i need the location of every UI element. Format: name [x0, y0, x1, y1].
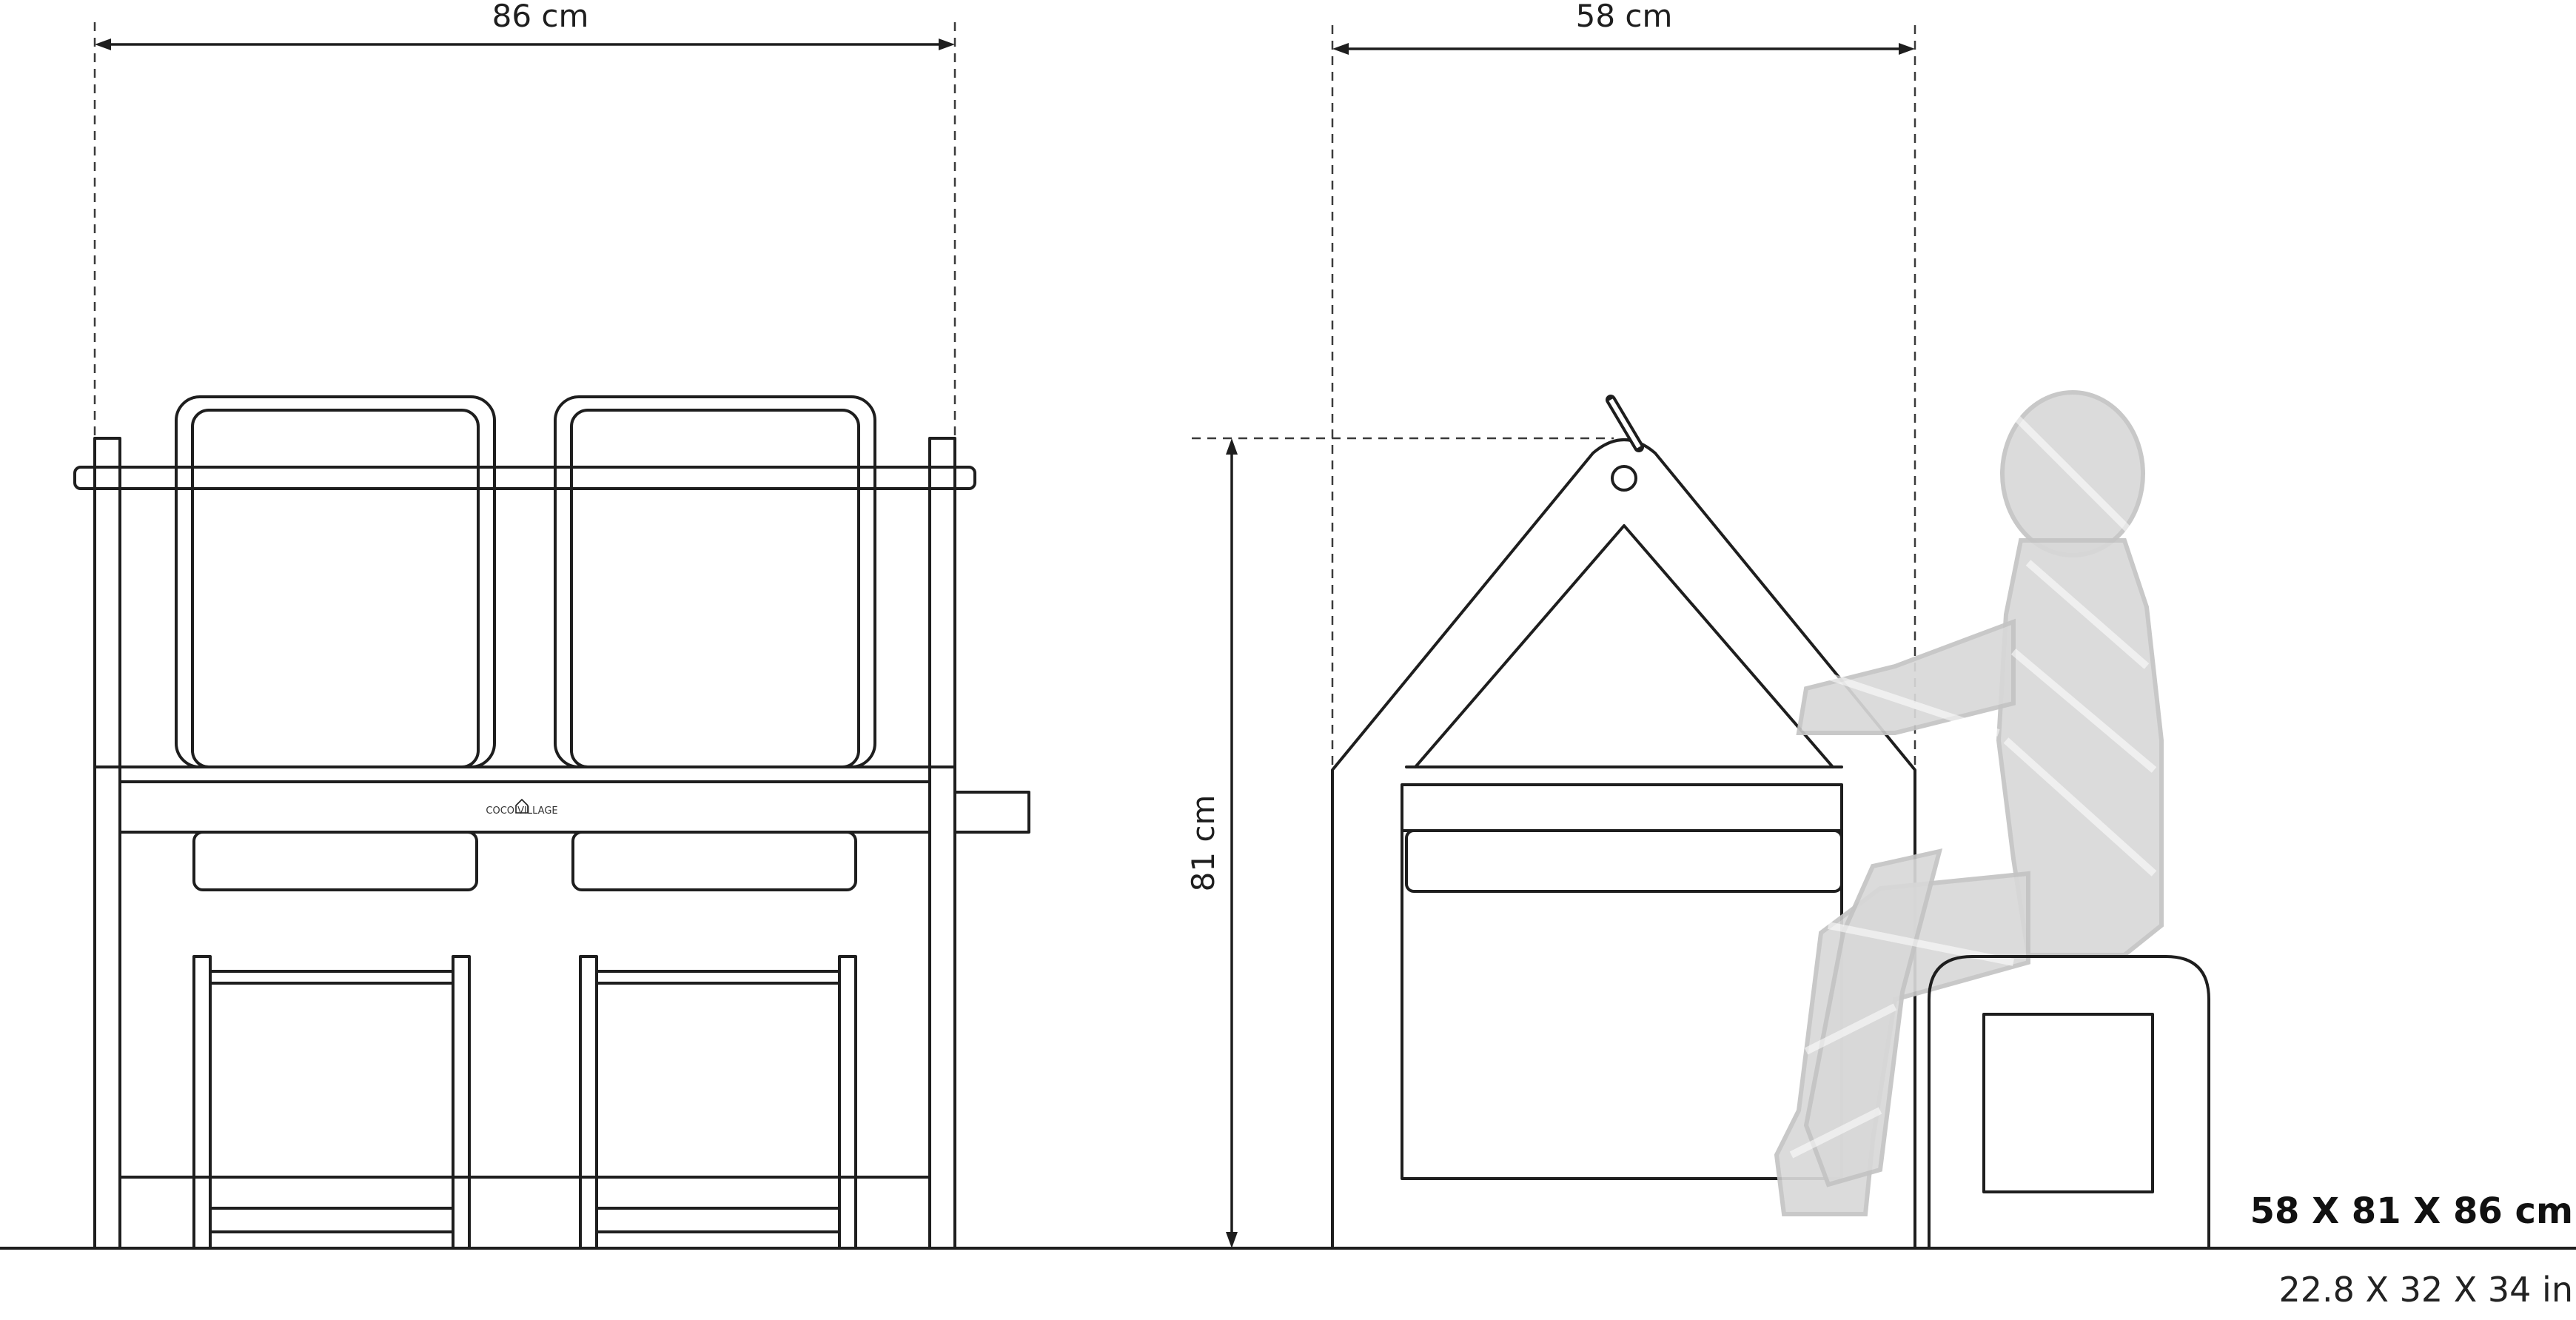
front-width-label: 86 cm — [492, 0, 589, 34]
side-stool-opening — [1982, 1013, 2154, 1193]
front-top-rail — [73, 466, 976, 490]
side-width-arrow-left — [1332, 43, 1349, 55]
side-hanging-hole — [1611, 465, 1637, 492]
height-arrow-bottom — [1226, 1232, 1238, 1248]
front-board-inner-right — [570, 409, 860, 768]
front-view: 86 cm COCO VILLAGE — [73, 0, 1030, 1250]
side-width-arrow-right — [1899, 43, 1915, 55]
side-house-outline — [1331, 438, 1916, 1250]
side-stool — [1928, 955, 2210, 1250]
front-desk-extension — [953, 791, 1030, 834]
side-width-label: 58 cm — [1576, 0, 1673, 34]
side-desk-panel — [1401, 783, 1843, 1180]
side-top-peg-inner — [1609, 398, 1641, 449]
front-right-post — [928, 437, 956, 1250]
side-inner-roof — [1414, 524, 1834, 768]
front-width-arrow-right — [939, 38, 955, 50]
height-label: 81 cm — [1185, 795, 1221, 892]
front-drawer-left — [192, 831, 478, 891]
front-left-post — [93, 437, 121, 1250]
front-drawer-right — [571, 831, 857, 891]
side-drawer — [1405, 829, 1843, 893]
front-stool-left — [192, 955, 471, 1250]
size-summary-metric: 58 X 81 X 86 cm — [2250, 1190, 2573, 1232]
front-width-arrow-left — [95, 38, 111, 50]
front-desk-tabletop — [118, 780, 931, 834]
front-board-inner-left — [191, 409, 480, 768]
height-arrow-top — [1226, 438, 1238, 455]
front-board-frame-left — [175, 395, 496, 768]
front-board-frame-right — [554, 395, 876, 768]
brand-logo-house-icon — [515, 798, 529, 814]
brand-logo: COCO VILLAGE — [486, 798, 558, 817]
child-silhouette — [1774, 390, 2164, 1216]
side-view: 58 cm 81 cm — [1185, 0, 2210, 1250]
brand-logo-text: COCO VILLAGE — [486, 805, 557, 817]
size-summary-imperial: 22.8 X 32 X 34 in — [2278, 1270, 2573, 1310]
front-stool-right — [579, 955, 857, 1250]
